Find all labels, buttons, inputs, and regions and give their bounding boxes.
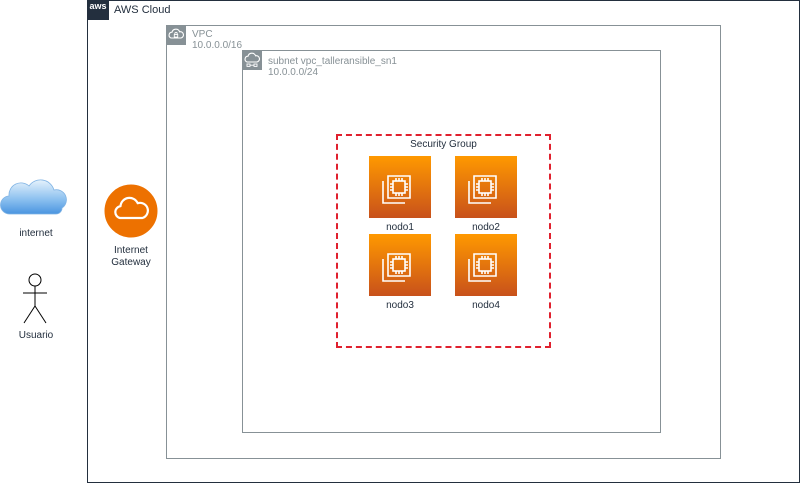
gateway-label-line2: Gateway [111, 257, 151, 268]
ec2-instance-icon[interactable] [455, 234, 517, 296]
security-group-label: Security Group [410, 139, 477, 150]
cloud-icon[interactable] [0, 174, 72, 220]
node-label: nodo3 [386, 300, 414, 311]
vpc-label: VPC 10.0.0.0/16 [192, 29, 242, 51]
user-icon[interactable] [22, 273, 48, 325]
gateway-label-line1: Internet [114, 245, 148, 256]
aws-logo-icon: aws [87, 0, 109, 20]
node-label: nodo2 [472, 222, 500, 233]
vpc-name: VPC [192, 29, 213, 40]
internet-gateway-icon[interactable] [103, 183, 159, 239]
node-label: nodo4 [472, 300, 500, 311]
node-label: nodo1 [386, 222, 414, 233]
ec2-instance-icon[interactable] [455, 156, 517, 218]
vpc-icon [166, 25, 186, 45]
internet-gateway-label: Internet Gateway [90, 245, 172, 269]
aws-cloud-label: AWS Cloud [114, 4, 171, 16]
aws-logo-text: aws [89, 1, 107, 11]
subnet-cidr: 10.0.0.0/24 [268, 67, 319, 78]
subnet-name: subnet vpc_talleransible_sn1 [268, 56, 397, 67]
ec2-instance-icon[interactable] [369, 234, 431, 296]
ec2-instance-icon[interactable] [369, 156, 431, 218]
vpc-group [166, 25, 721, 459]
subnet-label: subnet vpc_talleransible_sn1 10.0.0.0/24 [268, 56, 397, 78]
vpc-cidr: 10.0.0.0/16 [192, 40, 243, 51]
subnet-group [242, 50, 661, 433]
subnet-icon [242, 50, 262, 70]
user-label: Usuario [18, 330, 54, 341]
internet-label: internet [19, 228, 53, 239]
security-group [336, 134, 551, 348]
